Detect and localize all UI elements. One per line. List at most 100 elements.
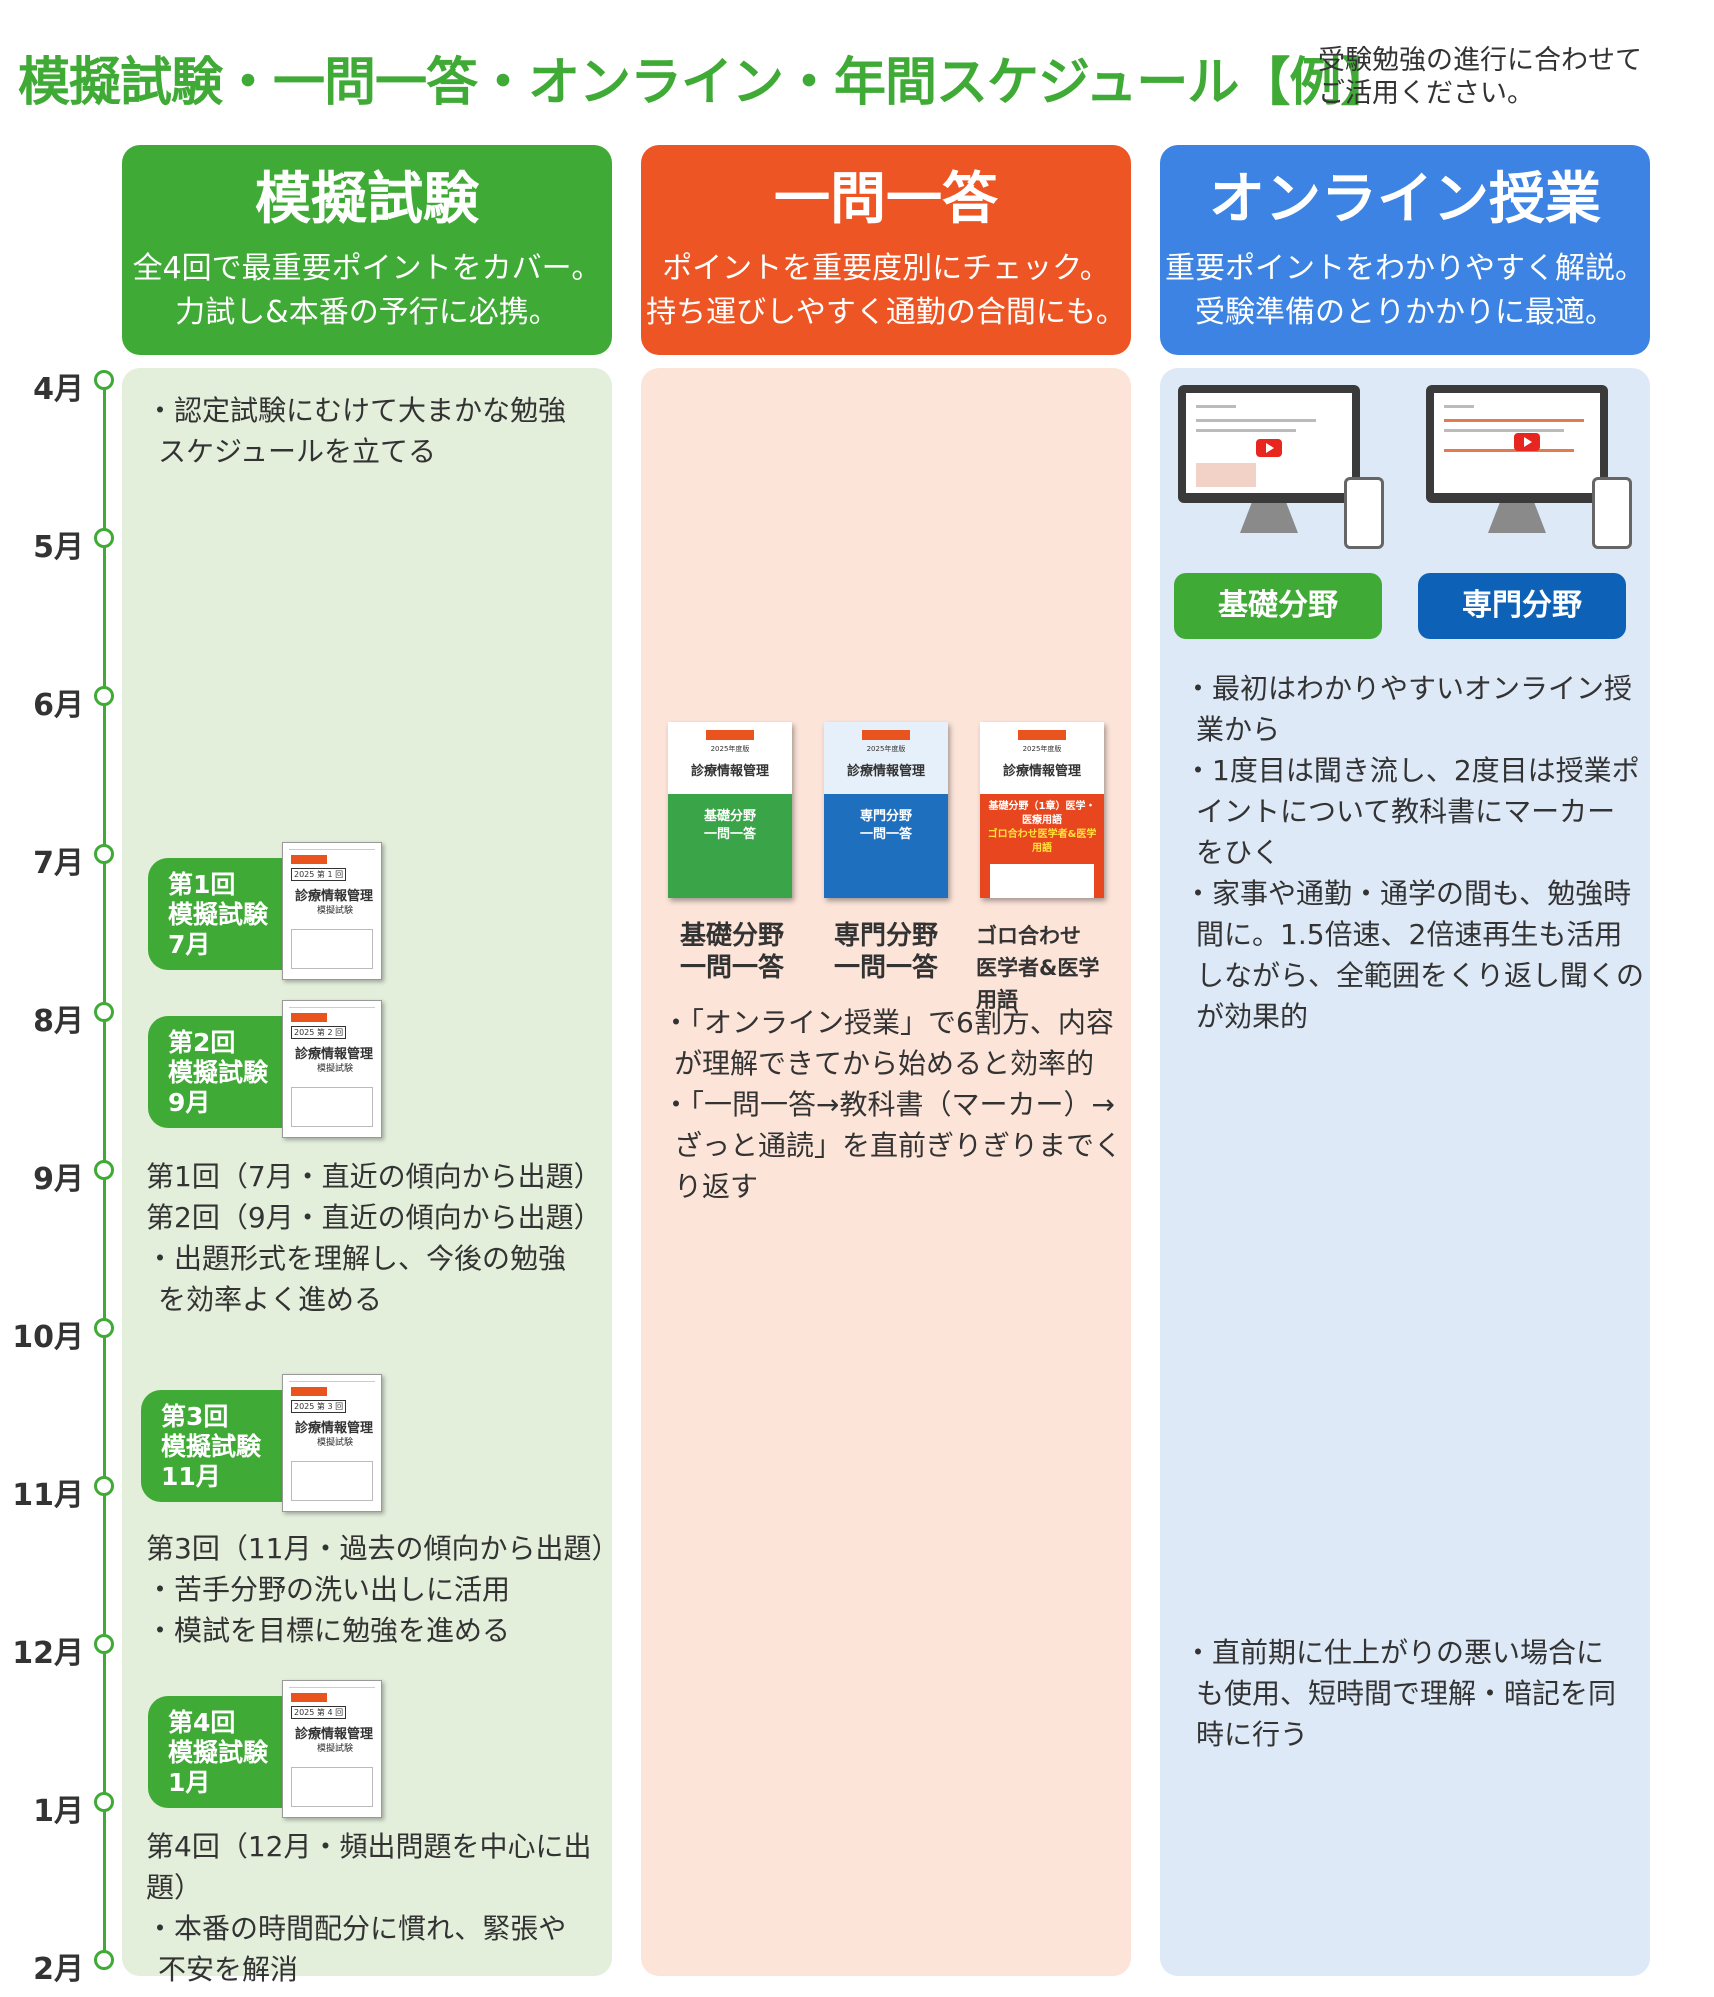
online-header: オンライン授業 重要ポイントをわかりやすく解説。 受験準備のとりかかりに最適。 <box>1160 145 1650 355</box>
badge-line: 9月 <box>168 1088 211 1117</box>
note-line: ・最初はわかりやすいオンライン授 <box>1184 672 1633 705</box>
book-label: 基礎分野 一問一答 <box>668 808 792 844</box>
badge-line: 1月 <box>168 1768 211 1797</box>
month-label: 7月 <box>33 846 84 881</box>
qa-header: 一問一答 ポイントを重要度別にチェック。 持ち運びしやすく通勤の合間にも。 <box>641 145 1131 355</box>
note-line: が理解できてから始めると効率的 <box>674 1047 1095 1080</box>
booklet-year: 2025 第 4 回 <box>291 1706 347 1719</box>
month-label: 4月 <box>33 372 84 407</box>
book-year: 2025年度版 <box>710 745 750 753</box>
booklet-year: 2025 第 2 回 <box>291 1026 347 1039</box>
mock-exam-header: 模擬試験 全4回で最重要ポイントをカバー。 力試し&本番の予行に必携。 <box>122 145 612 355</box>
mock-notes-c: 第4回（12月・頻出問題を中心に出題） ・本番の時間配分に慣れ、緊張や 不安を解… <box>146 1826 616 1990</box>
mock-exam-booklet: 2025 第 3 回 診療情報管理 模擬試験 <box>282 1374 382 1512</box>
badge-line: 模擬試験 <box>168 1738 269 1767</box>
note-line: が効果的 <box>1196 1000 1309 1033</box>
note-line: 第1回（7月・直近の傾向から出題） <box>146 1160 602 1193</box>
book-cover-band: 2025年度版 診療情報管理 <box>668 722 792 794</box>
booklet-year: 2025 第 3 回 <box>291 1400 347 1413</box>
timeline-dot <box>94 528 114 548</box>
book-title: 診療情報管理 <box>690 764 769 779</box>
qa-book-goro: 2025年度版 診療情報管理 基礎分野（1章）医学・医療用語 ゴロ合わせ医学者&… <box>980 722 1104 898</box>
mock-intro: ・認定試験にむけて大まかな勉強 スケジュールを立てる <box>146 390 606 472</box>
book-label-line: 基礎分野 <box>703 809 756 824</box>
badge-line: 第3回 <box>161 1402 229 1431</box>
month-label: 2月 <box>33 1952 84 1987</box>
book-year: 2025年度版 <box>866 745 906 753</box>
month-tick: 2月 <box>0 1946 114 1987</box>
book-label-line: 専門分野 <box>859 809 912 824</box>
online-lecture-monitor <box>1178 385 1384 551</box>
note-line: ・直前期に仕上がりの悪い場合に <box>1184 1636 1605 1669</box>
month-tick: 1月 <box>0 1788 114 1829</box>
play-icon <box>1514 433 1540 451</box>
month-label: 10月 <box>12 1320 84 1355</box>
note-line: 第3回（11月・過去の傾向から出題） <box>146 1532 620 1565</box>
page-note: 受験勉強の進行に合わせて ご活用ください。 <box>1318 44 1708 110</box>
mock-exam-1-badge: 第1回 模擬試験 7月 <box>148 858 300 970</box>
badge-line: 第1回 <box>168 870 236 899</box>
booklet-sub: 模擬試験 <box>317 1438 354 1448</box>
note-line: 時に行う <box>1196 1718 1309 1751</box>
booklet-year: 2025 第 1 回 <box>291 868 347 881</box>
booklet-rule <box>289 1687 375 1692</box>
month-tick: 6月 <box>0 682 114 723</box>
caption-line: 専門分野 <box>833 921 938 951</box>
mock-exam-4-badge: 第4回 模擬試験 1月 <box>148 1696 300 1808</box>
mock-exam-desc: 全4回で最重要ポイントをカバー。 <box>132 251 602 286</box>
book-illustration <box>990 864 1094 898</box>
mock-notes-b: 第3回（11月・過去の傾向から出題） ・苦手分野の洗い出しに活用 ・模試を目標に… <box>146 1528 620 1651</box>
monitor-screen <box>1178 385 1360 503</box>
qa-book-pro: 2025年度版 診療情報管理 専門分野 一問一答 <box>824 722 948 898</box>
book-cover-band: 2025年度版 診療情報管理 <box>824 722 948 794</box>
mock-exam-booklet: 2025 第 1 回 診療情報管理 模擬試験 <box>282 842 382 980</box>
page-note-line: 受験勉強の進行に合わせて <box>1318 45 1642 76</box>
mock-exam-2-badge: 第2回 模擬試験 9月 <box>148 1016 300 1128</box>
month-label: 11月 <box>12 1478 84 1513</box>
publisher-logo <box>291 1387 327 1396</box>
slide-line <box>1444 429 1564 432</box>
caption-line: 一問一答 <box>679 953 784 983</box>
timeline-dot <box>94 844 114 864</box>
slide-line <box>1444 419 1584 422</box>
note-line: 間に。1.5倍速、2倍速再生も活用 <box>1196 918 1623 951</box>
qa-desc: ポイントを重要度別にチェック。 <box>662 251 1110 286</box>
note-line: を効率よく進める <box>158 1283 383 1316</box>
note-line: イントについて教科書にマーカー <box>1196 795 1616 828</box>
timeline-dot <box>94 1476 114 1496</box>
publisher-logo <box>862 730 910 740</box>
booklet-sub: 模擬試験 <box>317 1064 354 1074</box>
booklet-title: 診療情報管理 <box>295 1421 374 1436</box>
slide-line <box>1444 449 1574 452</box>
smartphone-icon <box>1592 477 1632 549</box>
book-year: 2025年度版 <box>1022 745 1062 753</box>
note-line: も使用、短時間で理解・暗記を同 <box>1196 1677 1617 1710</box>
note-line: 第2回（9月・直近の傾向から出題） <box>146 1201 602 1234</box>
mock-exam-desc: 力試し&本番の予行に必携。 <box>175 295 559 330</box>
caption-line: 一問一答 <box>833 953 938 983</box>
publisher-logo <box>706 730 754 740</box>
note-line: ・出題形式を理解し、今後の勉強 <box>146 1242 567 1275</box>
online-desc: 受験準備のとりかかりに最適。 <box>1195 295 1615 330</box>
publisher-logo <box>291 1013 327 1022</box>
smartphone-icon <box>1344 477 1384 549</box>
slide-line <box>1196 419 1316 422</box>
badge-line: 模擬試験 <box>168 900 269 929</box>
book-label: 専門分野 一問一答 <box>824 808 948 844</box>
caption-line: ゴロ合わせ <box>976 924 1081 948</box>
qa-desc: 持ち運びしやすく通勤の合間にも。 <box>646 295 1126 330</box>
book-label-line: 基礎分野（1章）医学・医療用語 <box>988 801 1096 826</box>
note-line: ・「一問一答→教科書（マーカー）→ <box>662 1088 1115 1121</box>
monitor-stand <box>1488 503 1546 533</box>
booklet-rule <box>289 849 375 854</box>
mock-exam-booklet: 2025 第 4 回 診療情報管理 模擬試験 <box>282 1680 382 1818</box>
booklet-sub: 模擬試験 <box>317 906 354 916</box>
booklet-notice-box <box>291 929 373 969</box>
mock-notes-a: 第1回（7月・直近の傾向から出題） 第2回（9月・直近の傾向から出題） ・出題形… <box>146 1156 616 1320</box>
book-title: 診療情報管理 <box>846 764 925 779</box>
slide-line <box>1196 429 1296 432</box>
mock-intro-line: スケジュールを立てる <box>158 435 437 468</box>
book-title: 診療情報管理 <box>1002 764 1081 779</box>
book-caption: ゴロ合わせ 医学者&医学用語 <box>976 920 1108 1016</box>
month-tick: 10月 <box>0 1314 114 1355</box>
